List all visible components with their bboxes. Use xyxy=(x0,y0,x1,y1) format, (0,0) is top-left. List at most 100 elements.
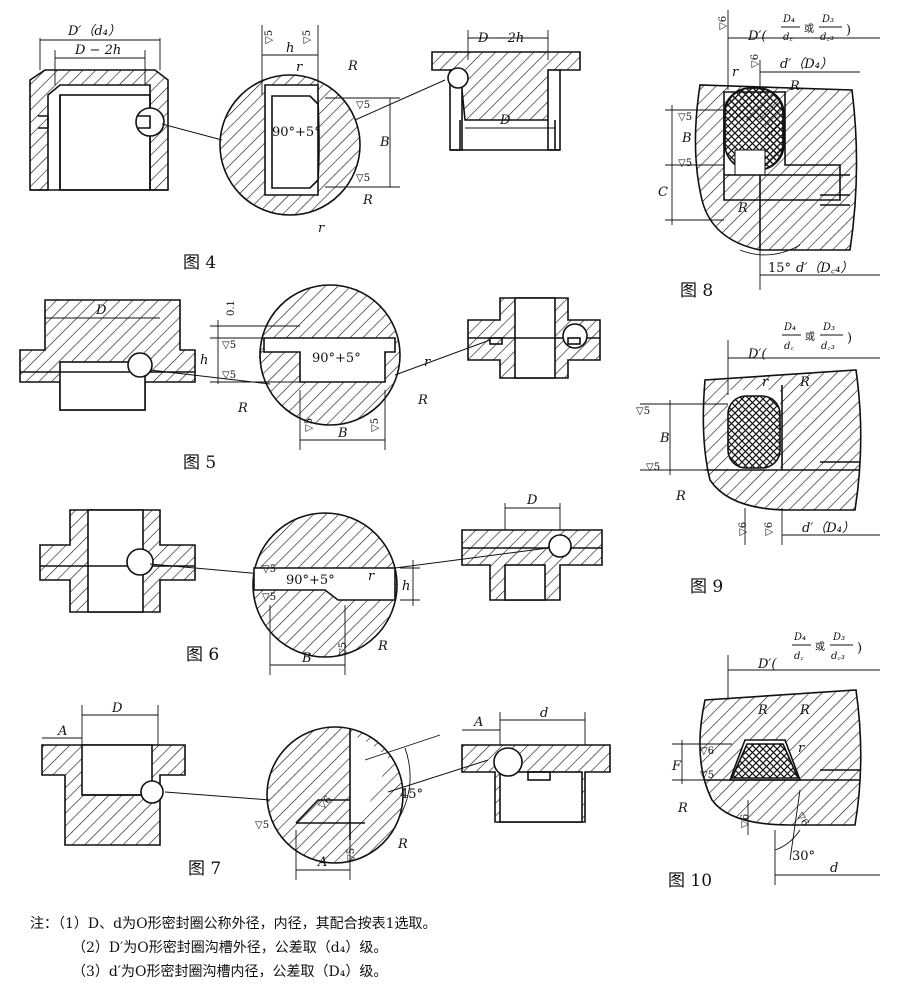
fig6-label-R: R xyxy=(377,639,388,654)
fig8-label-B: B xyxy=(681,131,692,146)
fig4-left-part xyxy=(29,38,169,191)
fig6-label-h: h xyxy=(402,579,410,594)
fig9-frac-D3: D₃ xyxy=(822,322,835,333)
fig5-rough-top: ▽5 xyxy=(222,340,236,351)
fig9-frac-dc: d꜀ xyxy=(784,341,794,352)
fig5-label-R-right: R xyxy=(417,393,428,408)
fig6-angle: 90°+5° xyxy=(286,573,335,588)
fig9-frac-close: ) xyxy=(847,331,852,346)
fig10-angle: 30° xyxy=(792,849,815,864)
fig4-label-h: h xyxy=(286,41,294,56)
fig10-label-d: d xyxy=(830,861,838,876)
figure-8-caption: 图 8 xyxy=(680,281,713,301)
fig7-rough-left: ▽5 xyxy=(255,820,269,831)
fig9-label-R-bottom: R xyxy=(675,489,686,504)
figure-6-caption: 图 6 xyxy=(186,645,219,665)
fig5-rough-b-right: ▽5 xyxy=(370,418,381,432)
note-3: （3）d′为O形密封圈沟槽内径，公差取（D₄）级。 xyxy=(72,964,388,980)
fig8-frac-D3: D₃ xyxy=(821,14,834,25)
fig4-label-r-bottom: r xyxy=(318,221,325,236)
fig7-detail-circle xyxy=(266,726,404,864)
fig5-label-B: B xyxy=(337,426,348,441)
fig8-label-dprime: D′( xyxy=(747,29,767,44)
figure-10-caption: 图 10 xyxy=(668,871,712,891)
fig7-rough-a: ▽5 xyxy=(346,848,357,862)
fig5-label-r-left: r xyxy=(258,347,265,362)
fig9-label-r: r xyxy=(762,375,769,390)
fig8-frac-dc: d꜀ xyxy=(783,32,793,43)
fig10-label-F: F xyxy=(671,759,682,774)
fig6-label-D: D xyxy=(526,493,538,508)
fig5-label-r-right: r xyxy=(424,355,431,370)
fig8-rough-top: ▽6 xyxy=(718,16,729,30)
fig10-frac-or: 或 xyxy=(815,641,825,653)
fig7-label-d: d xyxy=(540,706,548,721)
fig5-angle: 90°+5° xyxy=(312,351,361,366)
figure-4-caption: 图 4 xyxy=(183,253,216,273)
fig10-frac-D4: D₄ xyxy=(793,632,806,643)
fig9-rough-bottom: ▽5 xyxy=(646,462,660,473)
fig10-frac-dc: d꜀ xyxy=(794,651,804,662)
fig5-rough-b-left: ▽5 xyxy=(304,418,315,432)
fig10-label-dprime: D′( xyxy=(757,657,777,672)
fig8-angle: 15° xyxy=(768,261,791,276)
figure-5-caption: 图 5 xyxy=(183,453,216,473)
fig8-rough-b-top: ▽5 xyxy=(678,112,692,123)
fig5-detail-circle xyxy=(259,284,401,426)
fig9-frac-D4: D₄ xyxy=(783,322,796,333)
fig6-right-part xyxy=(461,503,603,601)
fig8-label-dprime-D4: d′（D₄） xyxy=(780,56,833,72)
fig7-right-part xyxy=(461,712,611,823)
fig4-rough-top-left: ▽5 xyxy=(264,30,275,44)
fig8-label-R-bottom: R xyxy=(737,201,748,216)
figure-8: ▽6 D′( D₄ d꜀ 或 D₃ d꜀₃ ) ▽6 d′（D₄） r R ▽5… xyxy=(658,10,880,301)
fig10-frac-close: ) xyxy=(857,641,862,656)
fig8-label-dprime-Dc4: d′（D꜀₄） xyxy=(796,260,853,276)
figure-10: D′( D₄ d꜀ 或 D₃ d꜀₃ ) R R r F ▽6 ▽5 R ▽6 … xyxy=(668,632,880,891)
note-1: 注：（1）D、d为O形密封圈公称外径，内径，其配合按表1选取。 xyxy=(30,916,437,932)
note-2: （2）D′为O形密封圈沟槽外径，公差取（d₄）级。 xyxy=(72,940,388,956)
fig5-right-part xyxy=(467,297,601,379)
fig7-label-R: R xyxy=(397,837,408,852)
fig9-rough-br: ▽6 xyxy=(764,522,775,536)
drawing-notes: 注：（1）D、d为O形密封圈公称外径，内径，其配合按表1选取。 （2）D′为O形… xyxy=(30,912,880,984)
fig4-right-part xyxy=(431,30,581,151)
figure-4: D′（d₄） D − 2h ▽5 ▽5 h r R 90°+5° ▽5 B ▽5… xyxy=(29,23,581,273)
fig5-label-D: D xyxy=(95,303,107,318)
fig6-rough-b: ▽5 xyxy=(338,642,349,656)
fig9-label-dprime-D4: d′（D₄） xyxy=(802,520,855,536)
fig5-label-h: h xyxy=(200,353,208,368)
fig9-frac-dc3: d꜀₃ xyxy=(821,341,835,352)
fig6-left-part xyxy=(39,509,196,613)
fig8-rough-mid: ▽6 xyxy=(750,54,761,68)
fig10-rough-bl: ▽6 xyxy=(740,814,751,828)
fig8-frac-close: ) xyxy=(846,23,851,38)
fig5-rough-bottom: ▽5 xyxy=(222,370,236,381)
figure-7: D A ▽6 ▽5 45° R A ▽5 xyxy=(41,701,611,880)
fig8-frac-D4: D₄ xyxy=(782,14,795,25)
fig7-left-part xyxy=(41,705,186,846)
fig4-label-d-minus-2h-right: D − 2h xyxy=(477,31,524,46)
fig10-frac-dc3: d꜀₃ xyxy=(831,651,845,662)
fig8-rough-b-bottom: ▽5 xyxy=(678,158,692,169)
fig4-label-r-top: r xyxy=(296,60,303,75)
figure-9: D′( D₄ d꜀ 或 D₃ d꜀₃ ) r R ▽5 B ▽5 R ▽6 ▽6… xyxy=(636,322,880,597)
fig8-label-r: r xyxy=(732,65,739,80)
fig7-label-D: D xyxy=(111,701,123,716)
figure-7-caption: 图 7 xyxy=(188,859,221,879)
figure-6: ▽5 90°+5° ▽5 r h B ▽5 R D 图 6 xyxy=(39,493,603,675)
fig4-rough-right-top: ▽5 xyxy=(356,100,370,111)
fig10-label-R-bottom: R xyxy=(677,801,688,816)
fig6-label-r: r xyxy=(368,569,375,584)
fig8-label-C: C xyxy=(658,185,668,200)
fig6-label-B: B xyxy=(301,651,312,666)
fig9-rough-bl: ▽6 xyxy=(738,522,749,536)
fig7-label-A-right: A xyxy=(473,715,483,730)
fig5-label-R-left: R xyxy=(237,401,248,416)
fig10-label-R-left: R xyxy=(757,703,768,718)
fig4-label-d-prime: D′（d₄） xyxy=(67,23,121,39)
fig9-label-dprime: D′( xyxy=(747,347,767,362)
fig7-angle: 45° xyxy=(400,787,423,802)
fig5-tol: 0.1 xyxy=(226,300,237,316)
